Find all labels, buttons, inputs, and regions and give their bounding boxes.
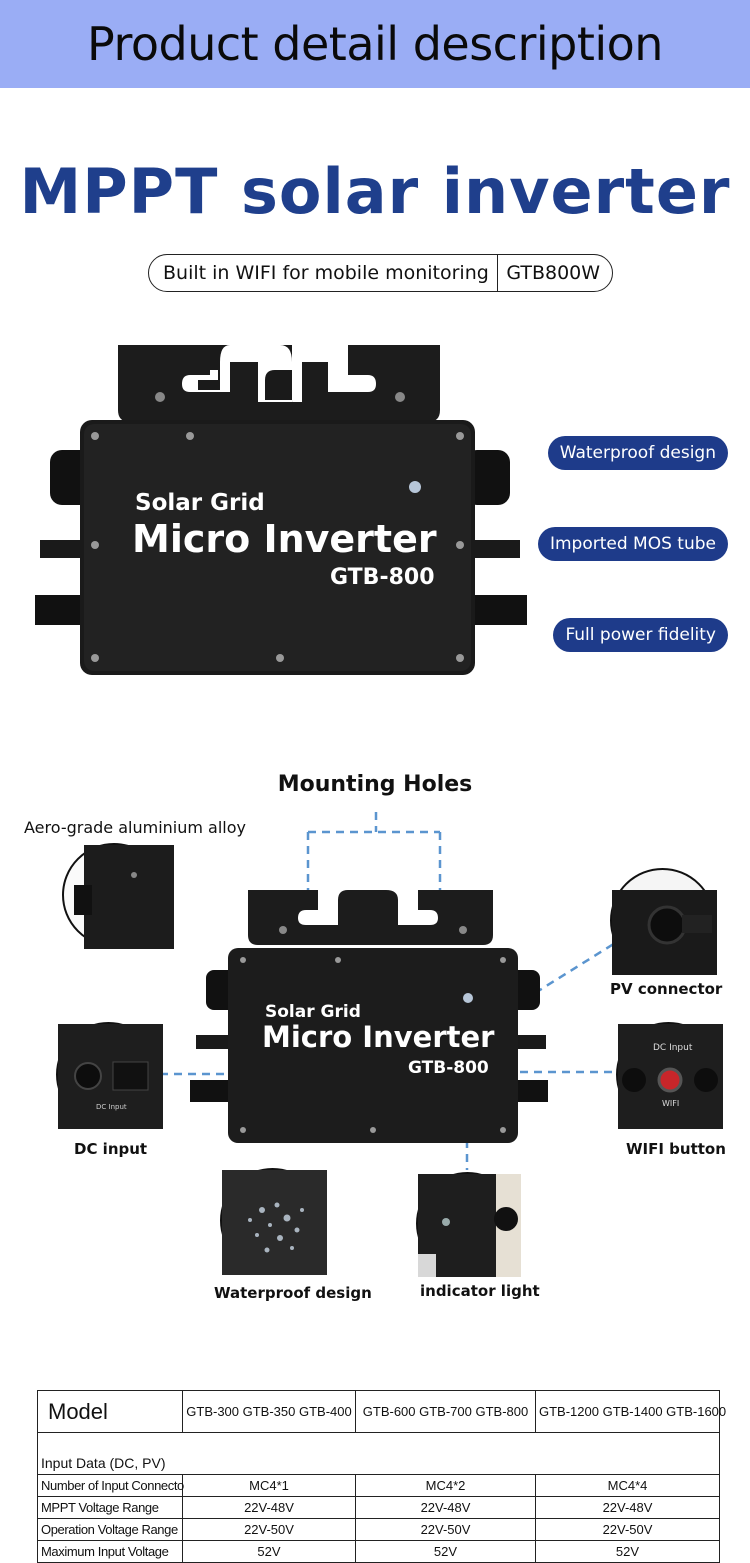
- spec-group-row: Input Data (DC, PV): [37, 1432, 720, 1475]
- model-group-3: GTB-1200 GTB-1400 GTB-1600: [535, 1390, 726, 1433]
- diagram-device-line3: GTB-800: [408, 1058, 489, 1078]
- diagram-device-line2: Micro Inverter: [262, 1020, 495, 1054]
- group-label: Input Data (DC, PV): [37, 1432, 183, 1475]
- row-value: MC4*1: [182, 1474, 356, 1497]
- row-label: MPPT Voltage Range: [37, 1496, 183, 1519]
- label-dc-input: DC input: [74, 1140, 148, 1158]
- row-label: Maximum Input Voltage: [37, 1540, 183, 1563]
- spec-table-header: Model GTB-300 GTB-350 GTB-400 GTB-600 GT…: [37, 1390, 726, 1433]
- wifi-silk: WIFI: [662, 1099, 679, 1108]
- model-group-2: GTB-600 GTB-700 GTB-800: [355, 1390, 536, 1433]
- row-value: 22V-48V: [182, 1496, 356, 1519]
- table-row: MPPT Voltage Range 22V-48V 22V-48V 22V-4…: [37, 1496, 720, 1519]
- diagram-title: Mounting Holes: [277, 772, 473, 797]
- product-title: MPPT solar inverter: [19, 155, 731, 228]
- header-banner: Product detail description: [0, 0, 750, 88]
- device-label-line2: Micro Inverter: [132, 517, 437, 561]
- spec-table: Model GTB-300 GTB-350 GTB-400 GTB-600 GT…: [37, 1390, 726, 1563]
- label-pv-connector: PV connector: [610, 980, 723, 998]
- pill-model-text: GTB800W: [506, 262, 601, 284]
- table-row: Number of Input Connecto MC4*1 MC4*2 MC4…: [37, 1474, 720, 1497]
- device-label-line1: Solar Grid: [135, 490, 265, 516]
- model-header: Model: [37, 1390, 183, 1433]
- row-value: 52V: [355, 1540, 536, 1563]
- feature-badge-power: Full power fidelity: [553, 618, 728, 652]
- label-waterproof: Waterproof design: [214, 1284, 372, 1302]
- row-label: Number of Input Connecto: [37, 1474, 184, 1497]
- label-wifi-button: WIFI button: [626, 1140, 726, 1158]
- table-row: Operation Voltage Range 22V-50V 22V-50V …: [37, 1518, 720, 1541]
- pill-divider: [496, 255, 499, 291]
- row-value: 22V-50V: [355, 1518, 536, 1541]
- feature-badge-mos: Imported MOS tube: [537, 527, 728, 561]
- closeup-aluminium: [62, 843, 174, 949]
- device-label-line3: GTB-800: [330, 565, 435, 590]
- closeup-indicator-light: [416, 1172, 521, 1277]
- row-value: 22V-48V: [355, 1496, 536, 1519]
- model-group-1: GTB-300 GTB-350 GTB-400: [182, 1390, 356, 1433]
- diagram-device-line1: Solar Grid: [265, 1002, 361, 1022]
- label-aluminium: Aero-grade aluminium alloy: [24, 818, 246, 837]
- pill-wifi-text: Built in WIFI for mobile monitoring: [163, 262, 489, 284]
- closeup-waterproof: [220, 1168, 327, 1275]
- dc-input-silk: DC Input: [96, 1103, 127, 1111]
- row-value: 22V-48V: [535, 1496, 720, 1519]
- feature-pill: Built in WIFI for mobile monitoring GTB8…: [148, 254, 614, 292]
- product-photo: Solar Grid Micro Inverter GTB-800: [35, 345, 527, 675]
- closeup-dc-input: DC Input: [56, 1022, 163, 1129]
- wifi-dc-silk: DC Input: [653, 1043, 693, 1053]
- table-row: Maximum Input Voltage 52V 52V 52V: [37, 1540, 720, 1563]
- label-indicator-light: indicator light: [420, 1282, 540, 1300]
- row-value: 22V-50V: [535, 1518, 720, 1541]
- group-empty: [182, 1432, 720, 1475]
- row-value: MC4*4: [535, 1474, 720, 1497]
- row-label: Operation Voltage Range: [37, 1518, 183, 1541]
- row-value: 22V-50V: [182, 1518, 356, 1541]
- banner-title: Product detail description: [87, 17, 663, 71]
- closeup-pv-connector: [610, 868, 717, 975]
- row-value: 52V: [535, 1540, 720, 1563]
- feature-badge-waterproof: Waterproof design: [547, 436, 728, 470]
- row-value: 52V: [182, 1540, 356, 1563]
- product-diagram-photo: Solar Grid Micro Inverter GTB-800: [190, 890, 548, 1143]
- row-value: MC4*2: [355, 1474, 536, 1497]
